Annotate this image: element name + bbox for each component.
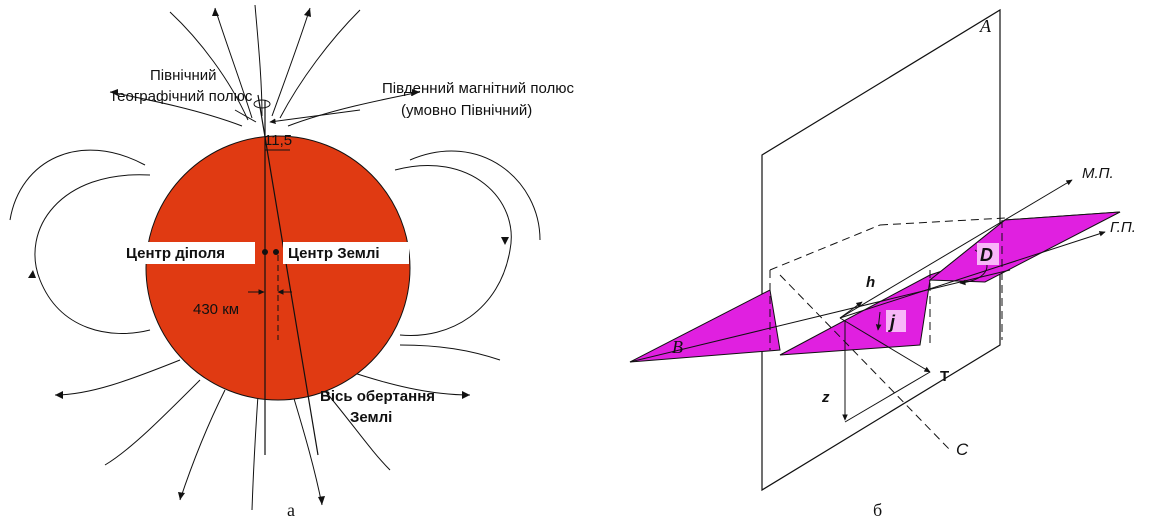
label-offset: 430 км: [193, 301, 239, 318]
label-plane-b: B: [672, 337, 683, 357]
label-earth-center: Центр Землі: [288, 245, 380, 262]
label-mp: М.П.: [1082, 165, 1114, 182]
plane-a: [761, 8, 1001, 492]
earth-center-dot: [273, 249, 279, 255]
label-axis-2: Землі: [350, 409, 392, 426]
figure-b: A B М.П. Г.П. C D j h z T б: [629, 8, 1136, 520]
dipole-center-dot: [262, 249, 268, 255]
label-gp: Г.П.: [1110, 219, 1136, 236]
label-angle-d: D: [980, 245, 993, 265]
field-arrows: [28, 8, 509, 505]
label-t: T: [940, 368, 949, 385]
label-plane-a: A: [979, 16, 992, 36]
label-axis-1: Вісь обертання: [320, 388, 435, 405]
figure-a: Північний географічний полюс Південний м…: [9, 4, 574, 520]
vector-T: [839, 317, 931, 373]
label-z: z: [821, 389, 830, 406]
line-gp: [839, 231, 1106, 319]
label-h: h: [866, 274, 875, 291]
field-lines: [9, 4, 541, 511]
plane-b-left: [629, 289, 781, 363]
label-dipole-center: Центр діполя: [126, 245, 225, 262]
line-mp: [839, 179, 1073, 319]
label-angle: 11,5: [264, 132, 292, 149]
rotation-axis: [257, 94, 319, 456]
caption-a: а: [287, 500, 295, 520]
label-south-mag-1: Південний магнітний полюс: [382, 80, 574, 97]
caption-b: б: [873, 500, 882, 520]
label-c: C: [956, 440, 969, 459]
label-north-geo-1: Північний: [150, 67, 217, 84]
label-north-geo-2: географічний полюс: [112, 88, 253, 105]
label-south-mag-2: (умовно Північний): [401, 102, 532, 119]
rotation-symbol: [253, 99, 271, 109]
label-angle-j: j: [888, 312, 896, 332]
